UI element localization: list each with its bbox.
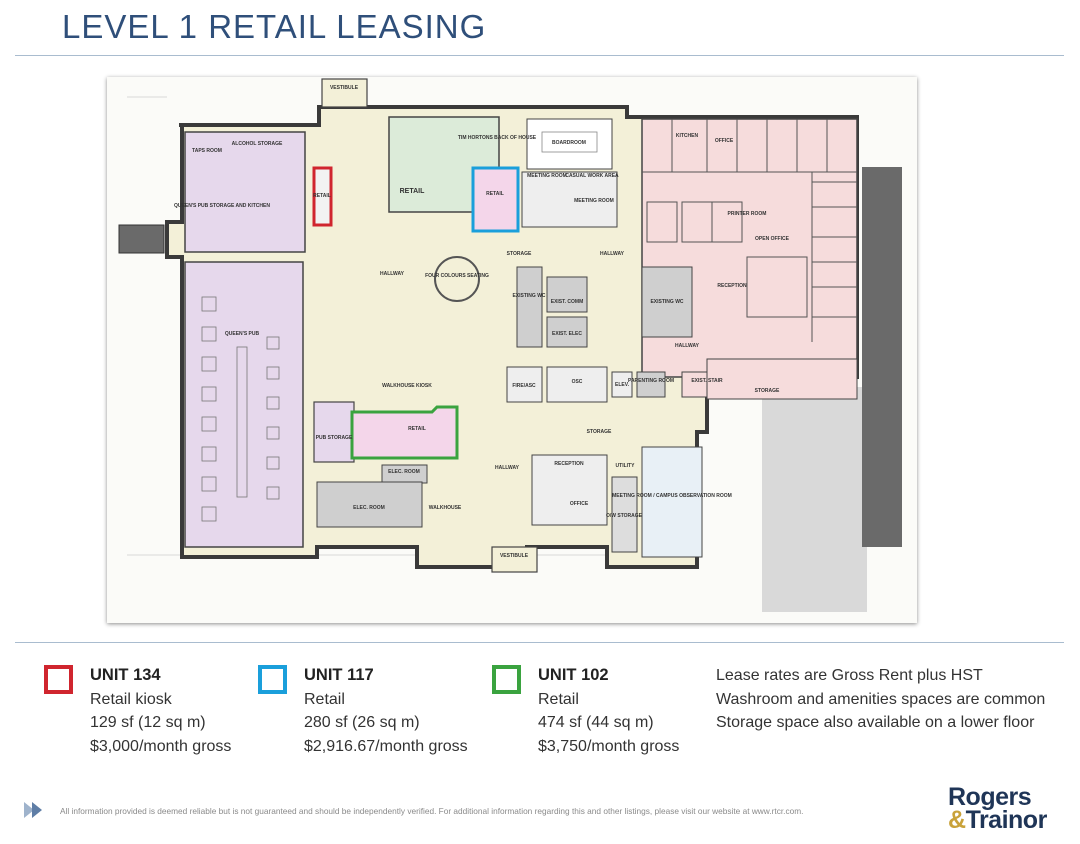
label-exist-comm: EXIST. COMM xyxy=(551,299,584,305)
label-printer: PRINTER ROOM xyxy=(728,211,767,217)
top-divider xyxy=(15,55,1064,56)
label-office: OFFICE xyxy=(715,138,734,144)
label-kitchen: KITCHEN xyxy=(676,133,699,139)
label-walkhouse-kiosk: WALKHOUSE KIOSK xyxy=(382,383,432,389)
label-meeting-2: MEETING ROOM xyxy=(574,198,614,204)
unit-134-code: UNIT 134 xyxy=(90,666,161,684)
unit-117-code: UNIT 117 xyxy=(304,666,374,684)
label-boardroom: BOARDROOM xyxy=(552,140,586,146)
unit-134-area: 129 sf (12 sq m) xyxy=(90,714,206,731)
label-retail-117: RETAIL xyxy=(486,191,504,197)
label-elev: ELEV. xyxy=(615,382,630,388)
label-office-small: OFFICE xyxy=(570,501,589,507)
unit-134-outline xyxy=(312,166,333,227)
note-storage: Storage space also available on a lower … xyxy=(716,714,1035,731)
unit-117-type: Retail xyxy=(304,690,345,708)
label-hallway-2: HALLWAY xyxy=(600,251,625,257)
unit-102-swatch xyxy=(492,665,521,694)
label-hallway-3: HALLWAY xyxy=(675,343,700,349)
label-vestibule-top: VESTIBULE xyxy=(330,85,359,91)
label-open-office: OPEN OFFICE xyxy=(755,236,790,242)
label-hallway-1: HALLWAY xyxy=(380,271,405,277)
label-existing-wc: EXISTING WC xyxy=(512,293,545,299)
label-reception-2: RECEPTION xyxy=(554,461,584,467)
unit-134-swatch xyxy=(44,665,73,694)
label-alcohol: ALCOHOL STORAGE xyxy=(232,141,283,147)
unit-117-area: 280 sf (26 sq m) xyxy=(304,714,420,731)
label-elec-room-1: ELEC. ROOM xyxy=(388,469,420,475)
label-pub-storage: PUB STORAGE xyxy=(316,435,353,441)
label-four-colours: FOUR COLOURS SEATING xyxy=(425,273,489,279)
unit-117-rate: $2,916.67/month gross xyxy=(304,737,468,755)
unit-102-type: Retail xyxy=(538,690,579,708)
label-meeting-1: MEETING ROOM xyxy=(527,173,567,179)
logo-line-1: Rogers xyxy=(948,783,1032,811)
label-fire-asc: FIRE/ASC xyxy=(512,383,536,389)
label-exist-elec: EXIST. ELEC xyxy=(552,331,582,337)
label-storage-2: STORAGE xyxy=(587,429,612,435)
unit-102-outline xyxy=(350,405,459,460)
label-parenting: PARENTING ROOM xyxy=(628,378,674,384)
unit-102-area: 474 sf (44 sq m) xyxy=(538,714,654,731)
note-washroom: Washroom and amenities spaces are common xyxy=(716,690,1046,708)
label-elec-room-2: ELEC. ROOM xyxy=(353,505,385,511)
label-taps: TAPS ROOM xyxy=(192,148,222,154)
label-pub-storage-kitchen: QUEEN'S PUB STORAGE AND KITCHEN xyxy=(174,203,270,209)
label-reception-1: RECEPTION xyxy=(717,283,747,289)
disclaimer: All information provided is deemed relia… xyxy=(60,806,804,816)
unit-117-swatch xyxy=(258,665,287,694)
label-storage-1: STORAGE xyxy=(507,251,532,257)
label-utility: UTILITY xyxy=(616,463,636,469)
label-retail-134: RETAIL xyxy=(313,193,331,199)
unit-134-type: Retail kiosk xyxy=(90,690,172,708)
label-pub: QUEEN'S PUB xyxy=(225,331,260,337)
floor-plan: RETAIL RETAIL RETAIL RETAIL VESTIBULE VE… xyxy=(107,77,917,623)
lease-notes: Lease rates are Gross Rent plus HST Wash… xyxy=(716,664,1045,735)
logo-line-2: Trainor xyxy=(965,806,1048,834)
label-tim-hortons: TIM HORTONS BACK OF HOUSE xyxy=(458,135,537,141)
rogers-trainor-logo: Rogers &Trainor xyxy=(948,783,1048,834)
floor-plan-drawing: RETAIL RETAIL RETAIL RETAIL VESTIBULE VE… xyxy=(107,77,917,623)
label-vestibule-bottom: VESTIBULE xyxy=(500,553,529,559)
label-exist-stair: EXIST. STAIR xyxy=(691,378,723,384)
note-lease-rates: Lease rates are Gross Rent plus HST xyxy=(716,667,983,684)
label-storage-3: STORAGE xyxy=(755,388,780,394)
unit-102-code: UNIT 102 xyxy=(538,666,609,684)
label-ow-storage: O/W STORAGE xyxy=(606,513,643,519)
label-osc: OSC xyxy=(572,379,583,385)
unit-134-rate: $3,000/month gross xyxy=(90,737,232,755)
label-walkhouse: WALKHOUSE xyxy=(429,505,462,511)
label-hallway-4: HALLWAY xyxy=(495,465,520,471)
label-retail-102: RETAIL xyxy=(408,426,426,432)
unit-117-outline xyxy=(471,166,520,233)
logo-ampersand: & xyxy=(948,806,966,834)
page-title: LEVEL 1 RETAIL LEASING xyxy=(62,8,487,45)
label-retail-main: RETAIL xyxy=(400,188,425,195)
double-chevron-icon xyxy=(22,800,46,825)
label-casual: CASUAL WORK AREA xyxy=(565,173,619,179)
unit-102-rate: $3,750/month gross xyxy=(538,737,680,755)
bottom-divider xyxy=(15,642,1064,643)
label-existing-wc-2: EXISTING WC xyxy=(650,299,683,305)
label-campus-meeting: MEETING ROOM / CAMPUS OBSERVATION ROOM xyxy=(612,493,732,499)
